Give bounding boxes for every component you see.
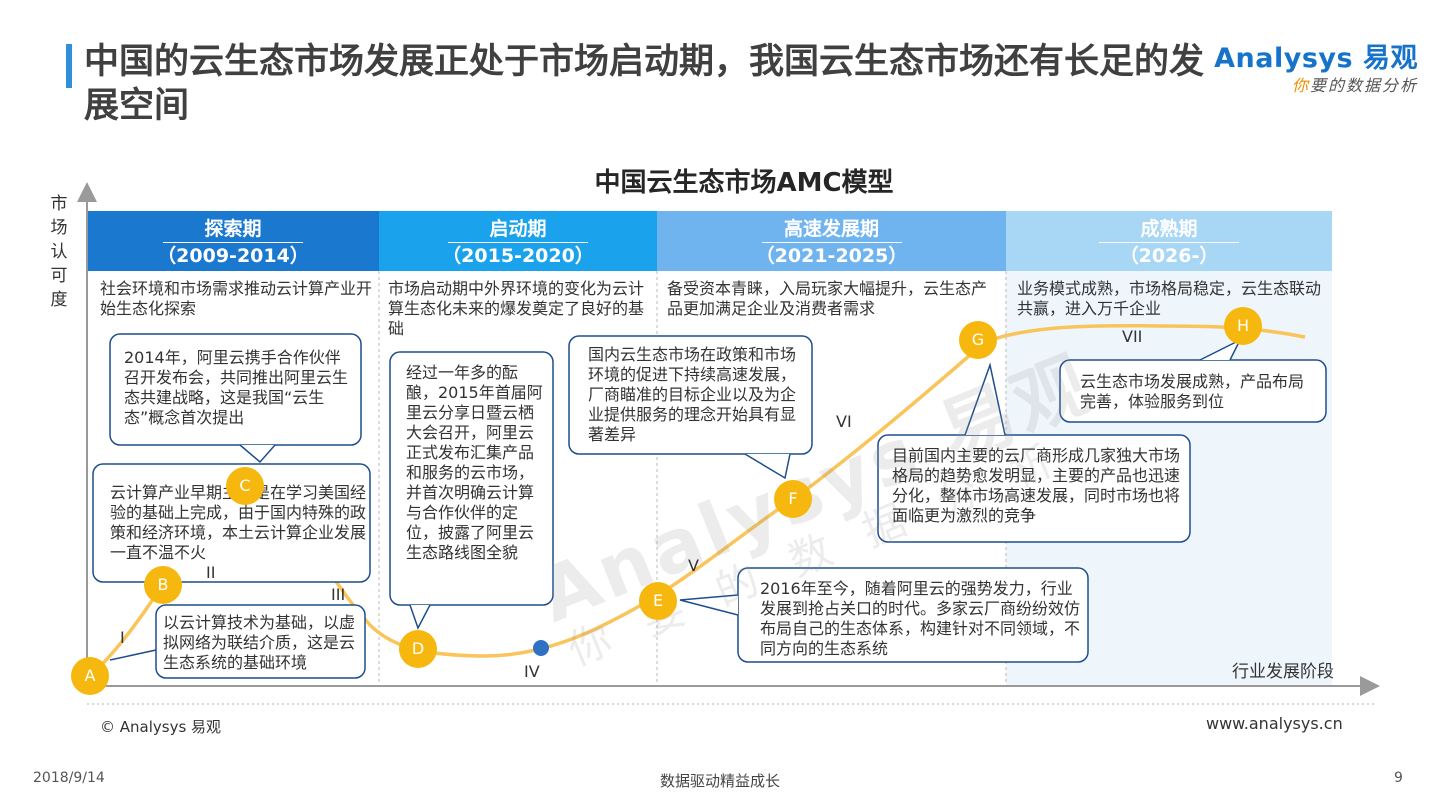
callout-f-box — [568, 335, 813, 455]
title-accent-bar — [66, 44, 72, 88]
curve-marker-h: H — [1224, 307, 1262, 345]
y-axis-label: 市场认可度 — [50, 194, 68, 310]
logo-brand-cn: 易观 — [1363, 43, 1418, 74]
callout-a-pointer — [109, 649, 157, 661]
phase-name: 探索期 — [163, 217, 303, 243]
curve-marker-f: F — [774, 480, 812, 518]
callout-h-box — [1059, 359, 1327, 423]
phase-years: （2015-2020） — [442, 245, 594, 267]
curve-marker-b: B — [144, 566, 182, 604]
phase-header-bg-4 — [1006, 211, 1332, 271]
page-number: 9 — [1394, 770, 1403, 786]
website-link[interactable]: www.analysys.cn — [1206, 714, 1343, 733]
logo-slogan: 你要的数据分析 — [1292, 72, 1418, 96]
callout-a-box — [155, 604, 366, 679]
callout-e-pointer — [679, 594, 739, 616]
footer-slogan: 数据驱动精益成长 — [659, 772, 780, 790]
phase-desc-startup: 市场启动期中外界环境的变化为云计算生态化未来的爆发奠定了良好的基础 — [388, 279, 645, 338]
phase-header-startup: 启动期 （2015-2020） — [379, 211, 657, 271]
phase-years: （2026-） — [1119, 245, 1219, 267]
phase-name: 启动期 — [448, 217, 588, 243]
curve-marker-e: E — [639, 582, 677, 620]
page-title: 中国的云生态市场发展正处于市场启动期，我国云生态市场还有长足的发展空间 — [84, 42, 1205, 126]
footer-date: 2018/9/14 — [33, 770, 105, 786]
callout-g-box — [877, 434, 1191, 543]
curve-dot-iv — [533, 640, 549, 656]
phase-years: （2021-2025） — [755, 245, 908, 267]
callout-f-text: 国内云生态市场在政策和市场环境的促进下持续高速发展，厂商瞄准的目标企业以及为企业… — [588, 345, 797, 444]
callout-c-pointer — [239, 444, 276, 464]
phase-header-bg-3 — [657, 211, 1006, 271]
callout-a-text: 以云计算技术为基础，以虚拟网络为联结介质，这是云生态系统的基础环境 — [163, 613, 356, 672]
stage-v-label: V — [688, 556, 699, 575]
callout-c-text: 2014年，阿里云携手合作伙伴召开发布会，共同推出阿里云生态共建战略，这是我国“… — [124, 348, 349, 427]
phase-desc-mature: 业务模式成熟，市场格局稳定，云生态联动共赢，进入万千企业 — [1017, 279, 1322, 318]
callout-d-text: 经过一年多的酝酿，2015年首届阿里云分享日暨云栖大会召开，阿里云正式发布汇集产… — [406, 363, 543, 562]
callout-h-text: 云生态市场发展成熟，产品布局完善，体验服务到位 — [1080, 372, 1305, 411]
curve-marker-a: A — [71, 657, 109, 695]
phase-name: 成熟期 — [1099, 217, 1239, 243]
phase-header-mature: 成熟期 （2026-） — [1006, 211, 1332, 271]
curve-marker-c: C — [226, 467, 264, 505]
analysys-logo: Analysys 易观 你要的数据分析 — [1214, 36, 1418, 95]
phase-header-bg-1 — [87, 211, 379, 271]
stage-iii-label: III — [331, 585, 346, 604]
logo-slogan-rest: 要的数据分析 — [1309, 76, 1418, 95]
stage-i-label: I — [120, 628, 125, 647]
stage-vii-label: VII — [1122, 327, 1143, 346]
curve-marker-d: D — [399, 630, 437, 668]
x-axis-label: 行业发展阶段 — [1232, 662, 1334, 682]
chart-title: 中国云生态市场AMC模型 — [594, 168, 894, 198]
phase-years: （2009-2014） — [157, 245, 309, 267]
callout-e-text: 2016年至今，随着阿里云的强势发力，行业发展到抢占关口的时代。多家云厂商纷纷效… — [760, 579, 1081, 658]
curve-marker-g: G — [959, 321, 997, 359]
logo-slogan-first: 你 — [1291, 76, 1310, 95]
logo-brand-prefix: Analysys — [1214, 43, 1354, 74]
phase-header-bg-2 — [379, 211, 657, 271]
callout-c-box — [109, 333, 362, 446]
callout-f-pointer — [744, 453, 791, 480]
phase-header-exploration: 探索期 （2009-2014） — [87, 211, 379, 271]
phase-header-high-growth: 高速发展期 （2021-2025） — [657, 211, 1006, 271]
callout-b-box — [92, 463, 371, 583]
stage-iv-label: IV — [524, 662, 540, 681]
phase-name: 高速发展期 — [761, 217, 902, 243]
logo-brand: Analysys 易观 — [1214, 36, 1418, 75]
callout-g-text: 目前国内主要的云厂商形成几家独大市场格局的趋势愈发明显，主要的产品也迅速分化，整… — [892, 446, 1181, 525]
phase-desc-high-growth: 备受资本青睐，入局玩家大幅提升，云生态产品更加满足企业及消费者需求 — [667, 279, 988, 318]
stage-vi-label: VI — [836, 412, 852, 431]
copyright: © Analysys 易观 — [100, 718, 222, 736]
stage-ii-label: II — [206, 563, 216, 582]
callout-d-pointer — [409, 604, 431, 630]
phase-desc-exploration: 社会环境和市场需求推动云计算产业开始生态化探索 — [100, 279, 373, 318]
callout-d-box — [389, 351, 554, 606]
callout-g-pointer — [964, 362, 1006, 436]
